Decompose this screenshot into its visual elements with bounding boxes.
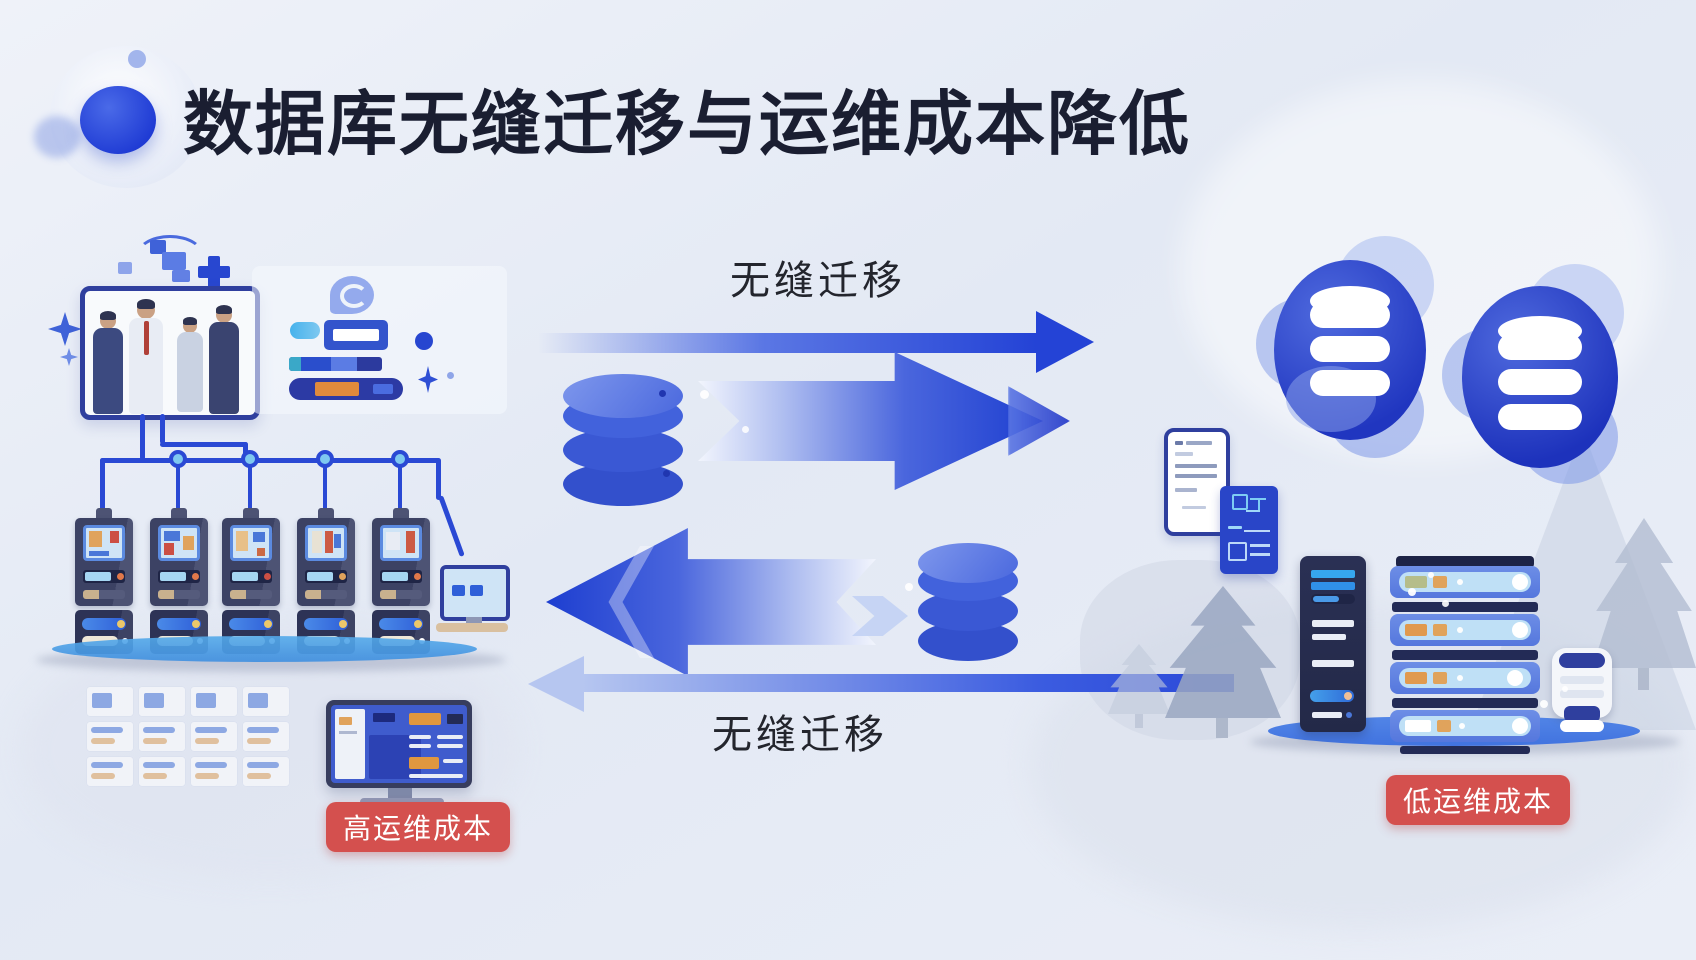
ui-progress-bar [289,357,382,371]
tower-connector [243,508,259,518]
network-node-square [150,240,166,254]
person-figure [209,305,239,414]
toggle-pill [290,322,320,339]
deco-dot [742,426,749,433]
page-title: 数据库无缝迁移与运维成本降低 [183,85,1191,163]
deco-dot [1562,686,1568,692]
cable-drop [398,466,402,516]
thin-arrow-left-head [528,656,584,712]
ui-dot [415,332,433,350]
cloud-server-tower [1300,556,1366,732]
faded-card-grid [86,686,294,787]
cable-drop [176,466,180,516]
database-cylinder-return [918,543,1018,661]
network-arc [135,235,205,279]
migration-arrow-right-ghost-head [1008,386,1070,456]
cable-bend [436,458,441,500]
person-figure [129,299,163,414]
server-tower [150,518,208,606]
logo-side-blob [34,116,80,158]
pine-tree-icon [1108,644,1170,728]
high-cost-badge-label: 高运维成本 [343,813,494,844]
server-tower [372,518,430,606]
cloud-database-icon [1256,236,1438,458]
tower-connector [96,508,112,518]
network-node-square [172,270,190,282]
network-node-square [118,262,132,274]
pine-tree-icon [1165,586,1281,738]
thin-arrow-right-head [1036,311,1094,373]
cloud-rack-servers [1390,556,1540,754]
platform-left [52,636,477,662]
deco-dot [905,583,913,591]
server-tower [222,518,280,606]
speech-bubble-icon [330,276,374,314]
sparkle-icon [60,348,78,366]
deco-dot [700,390,709,399]
cable-diagonal [438,495,465,557]
high-cost-badge: 高运维成本 [326,802,511,852]
deco-dot [1428,572,1434,578]
sparkle-icon [48,312,82,346]
plus-icon [198,256,230,288]
migration-label-top: 无缝迁移 [730,259,906,303]
low-cost-badge: 低运维成本 [1386,775,1571,825]
cable [140,414,145,460]
ui-loading-bar [289,378,403,400]
cable-node [391,450,409,468]
person-figure [93,311,123,414]
thin-arrow-right-body [538,333,1036,353]
service-robot-icon [1552,648,1614,734]
rack-unit [1390,614,1540,646]
cable-drop [100,458,105,514]
server-tower [75,518,133,606]
database-glyph [1310,286,1390,398]
thin-arrow-left-body [582,674,1234,692]
cable-drop [323,466,327,516]
database-glyph [1498,316,1582,432]
low-cost-badge-label: 低运维成本 [1403,786,1554,817]
ui-button [324,320,388,350]
network-node-square [162,252,186,270]
deco-dot [1540,700,1548,708]
circuit-card [1220,486,1278,574]
database-cylinder-source [563,374,683,506]
cable-node [169,450,187,468]
tower-connector [393,508,409,518]
migration-arrow-left [546,528,876,676]
cloud-database-icon [1442,264,1630,484]
ui-dot [447,372,454,379]
cable-bus [100,458,440,463]
logo-icon [80,86,156,154]
cable-node [241,450,259,468]
ops-dashboard-monitor [326,700,472,788]
small-chevron-right [852,596,908,636]
dashboard-stand [388,788,412,800]
rack-unit [1390,662,1540,694]
pine-tree-icon [1592,518,1696,690]
migration-arrow-right [698,352,1043,490]
server-tower [297,518,355,606]
migration-label-bottom: 无缝迁移 [712,713,888,757]
deco-dot [1442,600,1449,607]
tower-connector [318,508,334,518]
meeting-monitor [80,286,260,420]
cable-drop [248,466,252,516]
phone-document-card [1164,428,1230,536]
desktop-computer-icon [436,565,510,632]
rack-unit [1390,710,1540,742]
cable [160,414,165,444]
logo-satellite-dot [128,50,146,68]
cable-node [316,450,334,468]
tower-connector [171,508,187,518]
cable [160,442,248,447]
deco-dot [1408,588,1416,596]
person-figure [177,317,203,412]
